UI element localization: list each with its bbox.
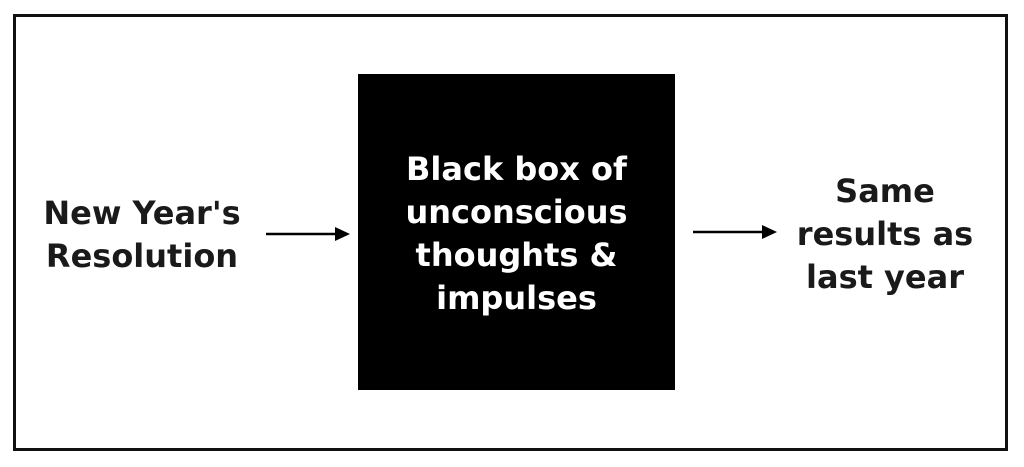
right-arrow-icon	[693, 225, 777, 239]
input-arrow	[266, 226, 350, 242]
arrow-head	[335, 227, 350, 241]
input-label-line: New Year's	[43, 194, 241, 232]
output-label: Same results as last year	[785, 170, 985, 299]
black-box-label-line: impulses	[436, 279, 597, 317]
black-box-label-line: thoughts &	[415, 236, 618, 274]
input-label-line: Resolution	[45, 237, 239, 275]
input-label: New Year's Resolution	[22, 192, 262, 278]
black-box-label-line: unconscious	[405, 193, 628, 231]
output-arrow	[693, 224, 777, 240]
black-box-label-line: Black box of	[406, 150, 627, 188]
right-arrow-icon	[266, 227, 350, 241]
arrow-head	[762, 225, 777, 239]
output-label-line: Same	[835, 172, 935, 210]
black-box: Black box of unconscious thoughts & impu…	[358, 74, 675, 390]
output-label-line: results as	[796, 215, 974, 253]
black-box-label: Black box of unconscious thoughts & impu…	[358, 148, 675, 320]
output-label-line: last year	[806, 258, 964, 296]
